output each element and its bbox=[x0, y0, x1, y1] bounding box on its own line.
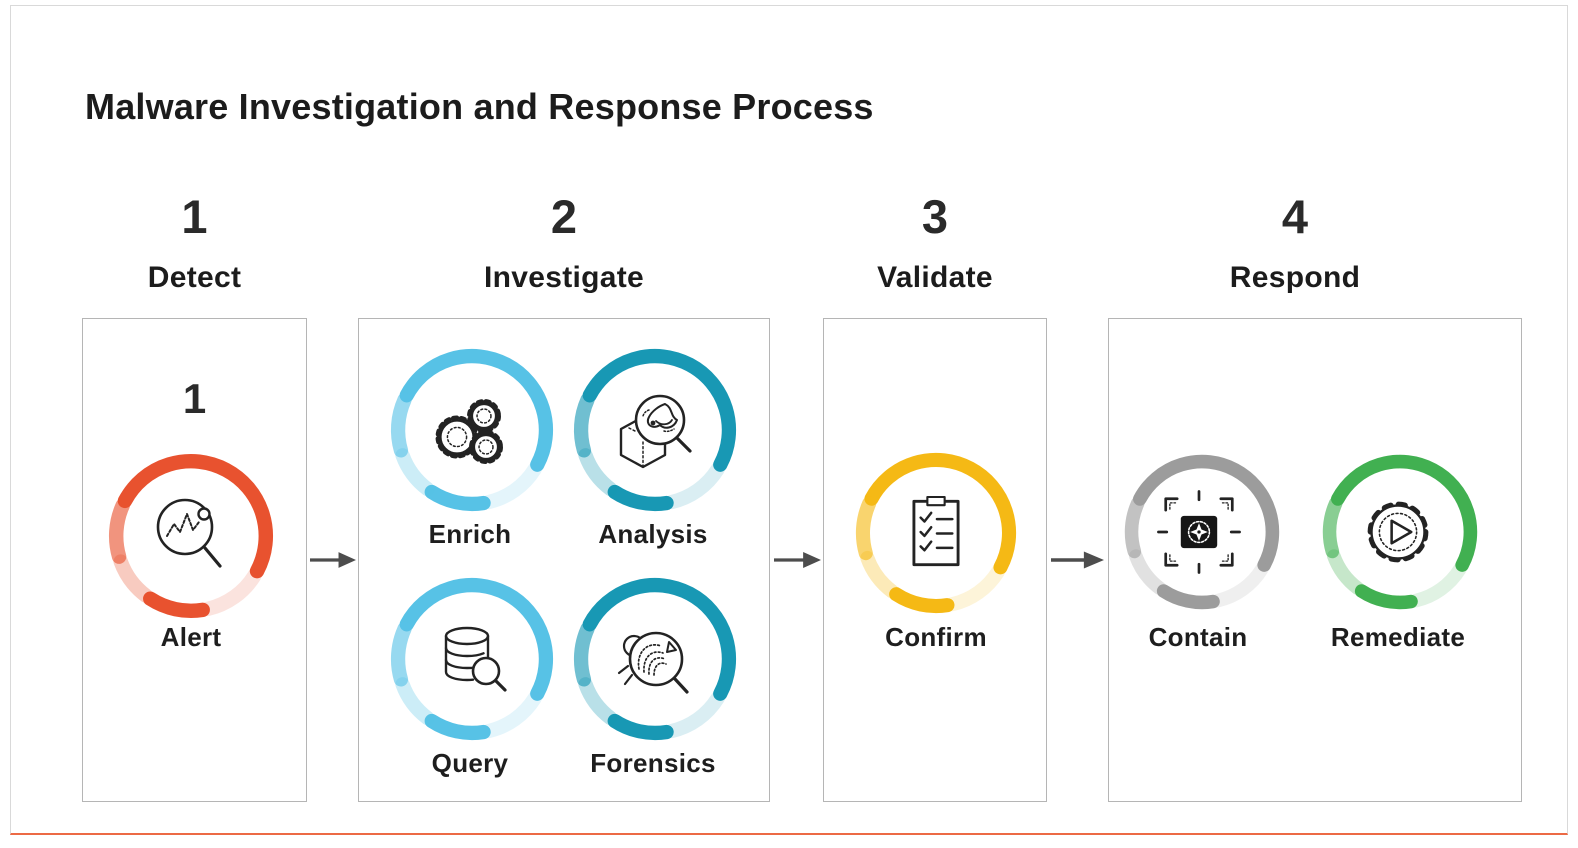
stage-2-number: 2 bbox=[550, 190, 578, 243]
page-title: Malware Investigation and Response Proce… bbox=[85, 86, 874, 128]
stage-3-label: Validate bbox=[877, 261, 993, 294]
forensics-ring bbox=[571, 575, 739, 743]
enrich-ring bbox=[388, 346, 556, 514]
fingerprint-magnifier-icon bbox=[603, 609, 703, 709]
database-magnifier-icon bbox=[420, 609, 520, 709]
enrich-label: Enrich bbox=[428, 519, 512, 549]
stage-4-number: 4 bbox=[1281, 190, 1309, 243]
confirm-label: Confirm bbox=[885, 622, 987, 652]
contain-label: Contain bbox=[1148, 622, 1248, 652]
flow-arrow-1 bbox=[310, 548, 356, 572]
query-ring bbox=[388, 575, 556, 743]
gears-icon bbox=[420, 380, 520, 480]
alert-label: Alert bbox=[160, 622, 222, 652]
flow-arrow-3 bbox=[1051, 548, 1104, 572]
forensics-label: Forensics bbox=[590, 748, 716, 778]
remediate-label: Remediate bbox=[1330, 622, 1466, 652]
stage-2-label: Investigate bbox=[483, 261, 645, 294]
confirm-ring bbox=[853, 450, 1019, 616]
checklist-clipboard-icon bbox=[888, 485, 984, 581]
gear-play-icon bbox=[1349, 483, 1447, 581]
stage-1-number: 1 bbox=[181, 190, 208, 243]
remediate-ring bbox=[1320, 452, 1480, 612]
stage-3-number: 3 bbox=[921, 190, 949, 243]
query-label: Query bbox=[431, 748, 509, 778]
analysis-ring bbox=[571, 346, 739, 514]
detect-box-number: 1 bbox=[182, 375, 207, 422]
hex-magnifier-icon bbox=[603, 380, 703, 480]
alert-ring bbox=[106, 451, 276, 621]
flow-arrow-2 bbox=[774, 548, 821, 572]
pulse-magnifier-icon bbox=[141, 486, 241, 586]
analysis-label: Analysis bbox=[598, 519, 708, 549]
stage-1-label: Detect bbox=[147, 261, 242, 294]
stage-4-label: Respond bbox=[1229, 261, 1361, 294]
contain-ring bbox=[1122, 452, 1282, 612]
respond-box bbox=[1108, 318, 1522, 802]
malware-target-icon bbox=[1147, 480, 1251, 584]
